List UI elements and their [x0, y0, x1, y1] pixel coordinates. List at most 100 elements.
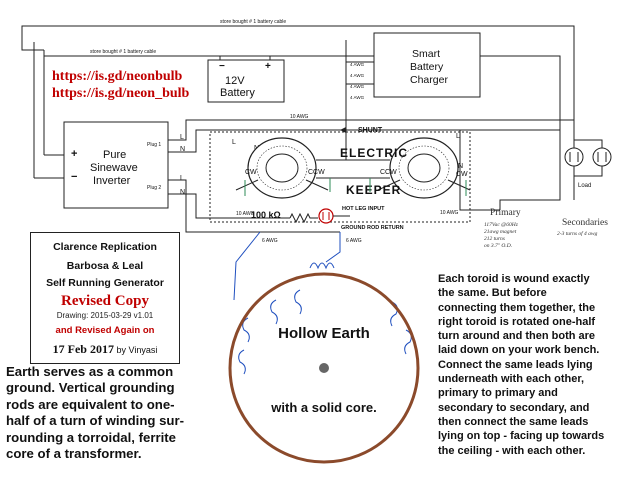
load-label: Load — [578, 183, 591, 189]
awg-6-left: 6 AWG — [262, 238, 278, 244]
drawing-label: Drawing: 2015-03-29 v1.01 — [56, 311, 154, 321]
inverter-minus: − — [71, 171, 77, 183]
right-note-line: Connect the same leads lying — [438, 358, 593, 371]
awg-label-3: 4 AWG — [350, 84, 365, 89]
primary-title: Primary — [490, 208, 521, 218]
revision-date: 17 Feb 2017 by Vinyasi — [31, 342, 179, 357]
awg-label-4: 4 AWG — [350, 95, 365, 100]
url-block: https://is.gd/neonbulb https://is.gd/neo… — [52, 68, 189, 102]
rotation-arrow-icons — [244, 178, 467, 196]
awg-10-left: 10 AWG — [236, 211, 255, 217]
battery-minus: − — [219, 61, 225, 72]
secondaries-title: Secondaries — [562, 218, 608, 228]
right-note-line: lying on top - facing up towards — [438, 430, 605, 443]
charger-label-2: Battery — [410, 61, 444, 73]
battery-label-1: 12V — [225, 75, 245, 87]
pin-l-right: L — [456, 133, 460, 140]
right-note-line: laid down on your work bench. — [438, 344, 600, 357]
neon-bulb-icon — [318, 208, 334, 224]
hot-leg-label: HOT LEG INPUT — [342, 206, 385, 212]
pin-l-bottom: L — [180, 175, 184, 182]
sinewave-inverter — [33, 42, 169, 209]
primary-line-4: on 3.7" O.D. — [484, 243, 512, 249]
right-note-line: connecting them together, the — [438, 301, 596, 314]
earth-ground-note: Earth serves as a common ground. Vertica… — [6, 364, 238, 462]
pin-l-mid: L — [232, 139, 236, 146]
revised-again-label: and Revised Again on — [55, 324, 155, 336]
right-note-line: underneath with each other, — [438, 373, 585, 386]
ground-rod-wiring — [233, 231, 412, 375]
right-note-line: right toroid is rotated one-half — [438, 315, 596, 328]
pin-l-top: L — [180, 134, 184, 141]
right-toroid — [377, 137, 471, 199]
cable-label-second: store bought # 1 battery cable — [90, 49, 156, 55]
earth-outline — [228, 272, 420, 464]
main-wiring — [168, 119, 575, 233]
right-note-line: secondary to secondary, and — [438, 401, 590, 414]
shunt-arrowhead — [340, 127, 346, 133]
primary-line-3: 212 turns — [484, 236, 505, 242]
plug-1-label: Plug 1 — [147, 142, 161, 148]
battery-label-2: Battery — [220, 87, 255, 99]
left-note-line: ground. Vertical grounding — [6, 380, 175, 396]
title-box: Clarence Replication Barbosa & Leal Self… — [30, 232, 180, 364]
ccw-left-label: CCW — [308, 169, 325, 176]
battery — [207, 56, 285, 103]
smart-battery-charger — [345, 32, 481, 120]
cw-right-label: CW — [456, 171, 468, 178]
inverter-plus: + — [71, 148, 77, 160]
charger-label-1: Smart — [412, 48, 440, 60]
battery-plus: + — [265, 61, 271, 72]
ccw-right-label: CCW — [380, 169, 397, 176]
revised-copy-label: Revised Copy — [61, 293, 149, 310]
pin-n-bottom: N — [180, 189, 185, 196]
url-link-2[interactable]: https://is.gd/neon_bulb — [52, 86, 190, 101]
right-note-line: the ceiling - with each other. — [438, 444, 586, 457]
pin-n-top: N — [180, 146, 185, 153]
primary-line-2: 21awg magnet — [484, 229, 517, 235]
ground-rod-label: GROUND ROD RETURN — [341, 225, 404, 231]
plug-2-label: Plug 2 — [147, 185, 161, 191]
awg-6-right: 6 AWG — [346, 238, 362, 244]
title-line-1: Clarence Replication — [53, 241, 157, 253]
left-toroid — [235, 137, 329, 199]
load-bulbs — [564, 139, 612, 177]
resistor-label: 100 kΩ — [251, 210, 281, 220]
left-note-line: core of a transformer. — [6, 446, 142, 462]
shunt-label: SHUNT — [358, 127, 383, 134]
right-note-line: primary to primary and — [438, 387, 558, 400]
title-line-3: Self Running Generator — [46, 277, 164, 290]
awg-label-1: 4 AWG — [350, 62, 365, 67]
right-note-line: then connect the same leads — [438, 415, 589, 428]
inverter-label-1: Pure — [103, 149, 126, 161]
pin-n-right: N — [458, 163, 463, 170]
secondaries-line-1: 2-3 turns of 4 awg — [557, 230, 598, 237]
electric-label: ELECTRIC — [340, 146, 408, 160]
right-note-line: turn around and then both are — [438, 330, 596, 343]
left-note-line: rounding a torroidal, ferrite — [6, 429, 176, 445]
inverter-label-3: Inverter — [93, 175, 131, 187]
awg-label-2: 4 AWG — [350, 73, 365, 78]
earth-title: Hollow Earth — [278, 325, 370, 342]
title-line-2: Barbosa & Leal — [66, 260, 144, 273]
awg-10-right: 10 AWG — [440, 210, 459, 216]
awg-10-top: 10 AWG — [290, 114, 309, 120]
url-link-1[interactable]: https://is.gd/neonbulb — [52, 69, 183, 84]
cable-label-top: store bought # 1 battery cable — [220, 19, 286, 25]
right-note-line: the same. But before — [438, 287, 547, 300]
primary-line-1: 117Vac @60Hz — [484, 222, 519, 228]
left-note-line: Earth serves as a common — [6, 364, 174, 379]
right-note-line: Each toroid is wound exactly — [438, 273, 590, 285]
top-cables — [21, 25, 575, 150]
cw-left-label: CW — [245, 169, 257, 176]
earth-subtitle: with a solid core. — [270, 400, 376, 415]
left-note-line: rods are equivalent to one- — [6, 396, 175, 412]
toroid-link-wires — [316, 159, 390, 179]
inverter-label-2: Sinewave — [90, 162, 138, 174]
left-note-line: half of a turn of winding sur- — [6, 413, 185, 429]
charger-label-3: Charger — [410, 74, 448, 86]
keeper-label: KEEPER — [346, 183, 401, 197]
resistor — [289, 212, 318, 224]
toroid-winding-note: Each toroid is wound exactly the same. B… — [438, 272, 638, 458]
